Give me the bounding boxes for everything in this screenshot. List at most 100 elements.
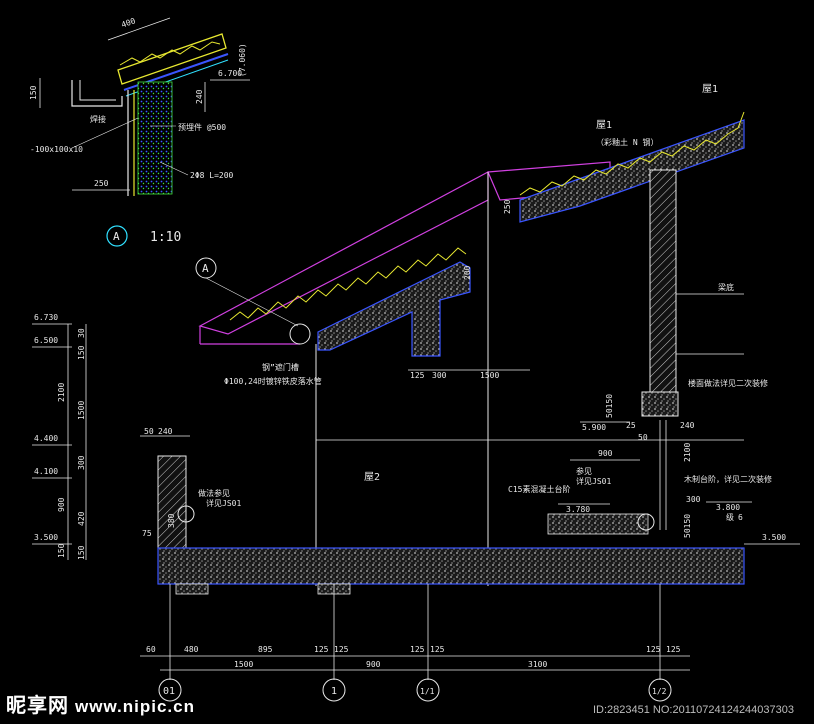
bdim-895: 895 <box>258 645 273 654</box>
detail-dim-240: 240 <box>195 89 204 104</box>
detail-a: 400 150 240 (7.060) 6.700 焊接 -100x100x10… <box>29 16 250 247</box>
elev-4400: 4.400 <box>34 434 58 443</box>
watermark-url: www.nipic.cn <box>75 697 195 716</box>
dim-50: 50 <box>638 433 648 442</box>
ground-slab <box>157 547 745 585</box>
section-marker-letter: A <box>202 262 209 275</box>
left-dim-300: 300 <box>77 455 86 470</box>
dim-3500-right: 3.500 <box>762 533 786 542</box>
axis-1-1-circle <box>416 678 440 702</box>
detail-leader-bar <box>159 161 189 176</box>
detail-marker-letter: A <box>113 230 120 243</box>
main-labels: 屋1 屋1 （彩釉土 N 钢） 屋2 梁底 钢”遮门槽 Φ100,24时镀锌铁皮… <box>198 83 772 522</box>
left-dim-1500: 1500 <box>77 401 86 420</box>
detail-gutter-inner <box>79 80 116 101</box>
label-gutter: 钢”遮门槽 <box>262 362 299 372</box>
watermark-id: ID:2823451 NO:20110724124244037303 <box>592 704 794 716</box>
bdim-1500: 1500 <box>234 660 253 669</box>
left-dim-30: 30 <box>77 328 86 338</box>
step-block <box>547 513 649 535</box>
elev-4100: 4.100 <box>34 467 58 476</box>
detail-note-embed: 预埋件 @500 <box>178 122 226 132</box>
roof-right-slab <box>519 119 745 223</box>
axis-1-2-circle <box>648 678 672 702</box>
detail-marker-circle <box>106 225 128 247</box>
bdim-125b: 125 <box>334 645 349 654</box>
bdim-480: 480 <box>184 645 199 654</box>
section-marker-leader <box>205 277 299 327</box>
dim-5900: 5.900 <box>582 423 606 432</box>
detail-leader-plate <box>71 117 139 149</box>
bdim-125a: 125 <box>314 645 329 654</box>
left-dim-2100: 2100 <box>57 383 66 402</box>
dim-3780: 3.780 <box>566 505 590 514</box>
dim-240b: 240 <box>680 421 695 430</box>
column-right <box>649 169 677 393</box>
label-ref: 参见 <box>576 466 592 476</box>
detail-note-bar: 2Φ8 L=200 <box>190 171 234 180</box>
axis-01-circle <box>158 678 182 702</box>
roof-left-rafters <box>198 170 489 335</box>
dim-2100: 2100 <box>683 443 692 462</box>
dim-75: 75 <box>142 529 152 538</box>
bottom-dims: 60 480 895 125 125 125 125 125 125 1500 … <box>140 584 690 680</box>
label-beam: 梁底 <box>718 282 734 292</box>
detail-dim-250: 250 <box>94 179 109 188</box>
detail-callout-circle <box>289 323 311 345</box>
detail-dim-400: 400 <box>120 16 137 29</box>
step-callout-circle <box>637 513 655 531</box>
axis-1-2-label: 1/2 <box>652 687 667 696</box>
beam-right <box>641 391 679 417</box>
left-elevation-column: 6.730 6.500 4.400 4.100 3.500 2100 900 1… <box>32 313 87 560</box>
label-downpipe: Φ100,24时镀锌铁皮落水管 <box>224 376 322 386</box>
label-step-num: 6 <box>738 513 743 522</box>
dim-900: 900 <box>598 449 613 458</box>
label-ref-sub: 详见JS01 <box>576 476 611 486</box>
left-dim-150b: 150 <box>77 345 86 360</box>
label-layer1-mid: 屋1 <box>596 119 612 131</box>
detail-elev-top: (7.060) <box>238 43 247 77</box>
dim-125a: 125 <box>410 371 425 380</box>
main-structure: A <box>157 169 745 595</box>
detail-note-plate: -100x100x10 <box>30 145 83 154</box>
bdim-3100: 3100 <box>528 660 547 669</box>
bdim-900: 900 <box>366 660 381 669</box>
bdim-125f: 125 <box>666 645 681 654</box>
dim-25: 25 <box>626 421 636 430</box>
axis-1-label: 1 <box>331 686 337 697</box>
label-platform: 木制台阶，详见二次装修 <box>684 474 772 484</box>
axis-01-label: 01 <box>163 686 175 697</box>
dim-250: 250 <box>503 199 512 214</box>
roof-left-tiles <box>229 247 467 321</box>
left-dim-420: 420 <box>77 511 86 526</box>
detail-elev-bottom: 6.700 <box>218 69 242 78</box>
detail-note-weld: 焊接 <box>90 114 106 124</box>
watermark-site: 昵享网 www.nipic.cn <box>6 689 195 718</box>
elev-6730: 6.730 <box>34 313 58 322</box>
detail-dim-150: 150 <box>29 85 38 100</box>
dim-50: 50 <box>144 427 154 436</box>
bdim-125e: 125 <box>646 645 661 654</box>
elev-3500: 3.500 <box>34 533 58 542</box>
label-layer2: 屋2 <box>364 471 380 483</box>
detail-scale: 1:10 <box>150 230 181 245</box>
axis-1-1-label: 1/1 <box>420 687 435 696</box>
detail-dim-400-line <box>107 17 171 41</box>
axis-bubbles: 01 1 1/1 1/2 <box>158 678 672 702</box>
detail-wall-hatch <box>137 81 173 195</box>
label-wall-note-sub: 详见JS01 <box>206 498 241 508</box>
dim-3800: 3.800 <box>716 503 740 512</box>
left-dim-150: 150 <box>57 543 66 558</box>
label-step: 级 <box>726 512 734 522</box>
detail-gutter <box>71 80 123 107</box>
foundation-left <box>175 583 209 595</box>
main-roof-left <box>198 170 489 357</box>
label-c15: C15素混凝土台阶 <box>508 484 570 494</box>
watermark-site-name: 昵享网 <box>6 693 69 717</box>
wall-callout-circle <box>177 505 195 523</box>
label-layer1-top: 屋1 <box>702 83 718 95</box>
left-dim-900: 900 <box>57 497 66 512</box>
dim-300a: 300 <box>432 371 447 380</box>
dim-1500a: 1500 <box>480 371 499 380</box>
